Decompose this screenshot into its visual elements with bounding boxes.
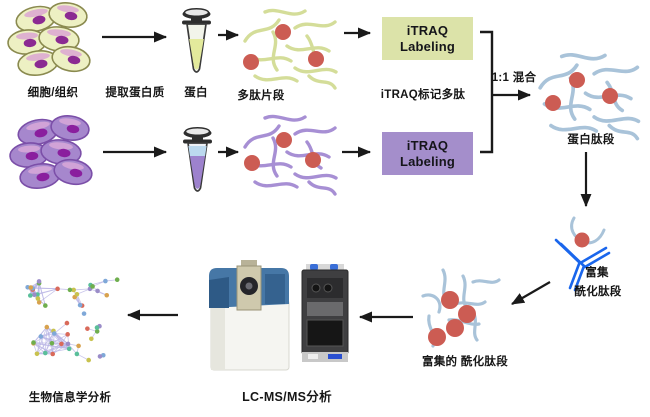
itraq-box-line1: iTRAQ <box>406 138 449 154</box>
label-protein-peptides: 蛋白肽段 <box>567 134 615 146</box>
label-mix-ratio: 1:1 混合 <box>491 72 537 84</box>
protein-network-illustration <box>25 277 120 363</box>
peptide-fragments-sample2-illustration <box>243 114 338 196</box>
itraq-box-line2: Labeling <box>399 38 456 54</box>
cells-tissue-sample2-illustration <box>9 115 93 190</box>
label-bioinformatics-analysis: 生物信息学分析 <box>28 392 112 404</box>
itraq-box-line2: Labeling <box>399 153 456 169</box>
protein-tube-sample2-icon <box>183 126 212 192</box>
peptide-fragments-sample1-illustration <box>243 8 338 90</box>
itraq-labeling-box-sample2: iTRAQ Labeling <box>382 132 473 175</box>
protein-tube-sample1-icon <box>182 7 211 73</box>
hplc-tower-icon <box>301 264 349 362</box>
label-itraq-labeled-peptides: iTRAQ标记多肽 <box>380 89 466 101</box>
label-peptide-fragments: 多肽片段 <box>237 90 285 102</box>
label-cells-tissue: 细胞/组织 <box>27 87 79 99</box>
cells-tissue-sample1-illustration <box>7 2 91 77</box>
label-acylated-peptides: 酰化肽段 <box>574 286 622 298</box>
label-extract-protein: 提取蛋白质 <box>105 87 165 99</box>
label-enriched-acylated-peptides: 富集的 酰化肽段 <box>421 356 509 368</box>
enriched-peptides-illustration <box>421 268 501 348</box>
label-enrich: 富集 <box>585 267 609 279</box>
mixed-protein-peptides-illustration <box>538 52 641 141</box>
mass-spectrometer-icon <box>209 260 290 371</box>
label-lcms-analysis: LC-MS/MS分析 <box>242 390 332 404</box>
itraq-box-line1: iTRAQ <box>406 23 449 39</box>
itraq-labeling-box-sample1: iTRAQ Labeling <box>382 17 473 60</box>
label-protein: 蛋白 <box>184 87 208 99</box>
merge-bracket <box>480 30 494 154</box>
antibody-enrichment-icon <box>554 216 611 292</box>
arrow-down-left-icon <box>511 281 551 305</box>
